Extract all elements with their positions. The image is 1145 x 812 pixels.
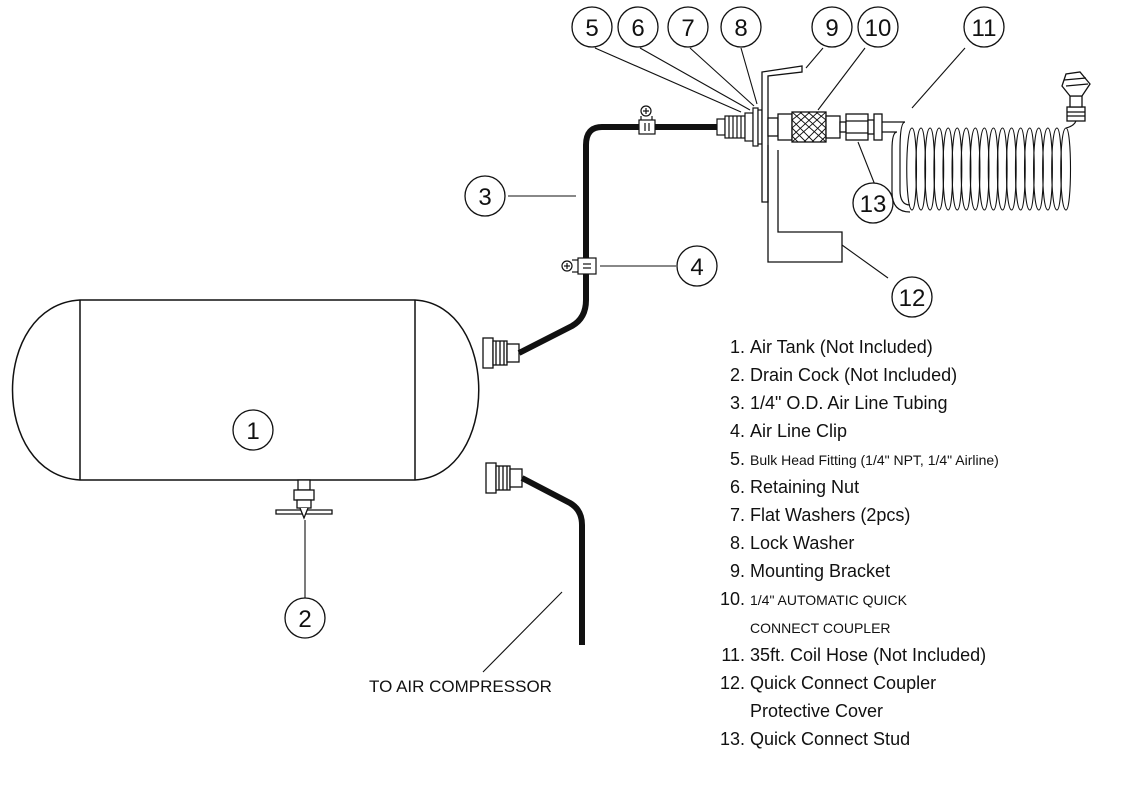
- coil-loop: [978, 127, 990, 211]
- callout-11-label: 11: [972, 15, 997, 42]
- legend-text-13: Quick Connect Stud: [750, 729, 910, 749]
- legend-num-9: 9.: [730, 561, 745, 581]
- legend-num-13: 13.: [720, 729, 745, 749]
- legend-num-6: 6.: [730, 477, 745, 497]
- quick-connect-coupler: [767, 111, 841, 143]
- coil-loop: [1033, 127, 1044, 211]
- legend-num-5: 5.: [730, 449, 745, 469]
- callout-12-label: 12: [899, 285, 926, 312]
- callout-1-label: 1: [246, 418, 259, 445]
- coil-hose-end-segment: [1065, 120, 1077, 129]
- callout-5-label: 5: [585, 15, 598, 42]
- legend-text-6: Retaining Nut: [750, 477, 859, 497]
- parts-legend: 1. Air Tank (Not Included) 2. Drain Cock…: [720, 337, 999, 749]
- legend-text-3: 1/4" O.D. Air Line Tubing: [750, 393, 948, 413]
- tank-lower-fitting: [485, 462, 523, 494]
- callout-9-label: 9: [825, 15, 838, 42]
- coil-loop: [1042, 127, 1053, 211]
- callout-9: 9: [811, 6, 853, 48]
- callout-10: 10: [857, 6, 899, 48]
- coil-loop: [915, 127, 927, 211]
- legend-text-5: Bulk Head Fitting (1/4" NPT, 1/4" Airlin…: [750, 452, 999, 468]
- coil-loop: [924, 127, 936, 211]
- leader-lines: [304, 47, 966, 673]
- legend-num-1: 1.: [730, 337, 745, 357]
- mounting-bracket: [761, 65, 803, 203]
- callout-1: 1: [232, 409, 274, 451]
- callout-13: 13: [852, 182, 894, 224]
- compressor-line-tubing: [520, 475, 585, 645]
- coil-loop: [1023, 127, 1035, 211]
- to-air-compressor-label: TO AIR COMPRESSOR: [369, 677, 552, 696]
- air-line-clip-upper: [638, 105, 656, 135]
- air-tank: [11, 299, 480, 481]
- coil-loop: [1051, 127, 1062, 211]
- coil-loop: [933, 127, 945, 211]
- callout-2: 2: [284, 597, 326, 639]
- legend-num-2: 2.: [730, 365, 745, 385]
- callout-8-label: 8: [734, 15, 747, 42]
- callout-12: 12: [891, 276, 933, 318]
- legend-num-7: 7.: [730, 505, 745, 525]
- callout-11: 11: [963, 6, 1005, 48]
- legend-text-12: Quick Connect Coupler: [750, 673, 936, 693]
- coil-loop: [1060, 127, 1072, 211]
- legend-num-8: 8.: [730, 533, 745, 553]
- legend-text-2: Drain Cock (Not Included): [750, 365, 957, 385]
- legend-text-10-line2: CONNECT COUPLER: [750, 620, 891, 636]
- callout-6-label: 6: [631, 15, 644, 42]
- callout-5: 5: [571, 6, 613, 48]
- drain-cock: [275, 479, 333, 520]
- coil-loop: [969, 127, 981, 211]
- coil-loop: [906, 127, 918, 211]
- air-line-tubing: [517, 124, 717, 356]
- callout-3: 3: [464, 175, 506, 217]
- protective-cover: [767, 145, 843, 263]
- callout-3-label: 3: [478, 184, 491, 211]
- coil-loop: [960, 127, 972, 211]
- legend-text-11: 35ft. Coil Hose (Not Included): [750, 645, 986, 665]
- coil-loop: [1005, 127, 1017, 211]
- coil-loop: [951, 127, 963, 211]
- quick-connect-stud: [839, 113, 883, 141]
- coil-hose: [882, 121, 911, 213]
- callout-6: 6: [617, 6, 659, 48]
- callout-7-label: 7: [681, 15, 694, 42]
- callout-8: 8: [720, 6, 762, 48]
- tank-upper-fitting: [482, 337, 520, 369]
- legend-text-7: Flat Washers (2pcs): [750, 505, 910, 525]
- bulkhead-fitting: [716, 107, 763, 147]
- coil-hose-loops: [906, 120, 1077, 211]
- legend-num-11: 11.: [721, 645, 745, 665]
- legend-num-10: 10.: [720, 589, 745, 609]
- legend-num-4: 4.: [730, 421, 745, 441]
- callout-7: 7: [667, 6, 709, 48]
- callout-4: 4: [676, 245, 718, 287]
- air-line-clip-lower: [561, 257, 597, 275]
- callout-2-label: 2: [298, 606, 311, 633]
- legend-num-3: 3.: [730, 393, 745, 413]
- legend-text-10: 1/4" AUTOMATIC QUICK: [750, 592, 908, 608]
- coil-loop: [996, 127, 1008, 211]
- legend-text-4: Air Line Clip: [750, 421, 847, 441]
- callout-13-label: 13: [860, 191, 887, 218]
- coil-loop: [942, 127, 954, 211]
- legend-text-9: Mounting Bracket: [750, 561, 890, 581]
- callout-10-label: 10: [865, 15, 892, 42]
- coil-loop: [1014, 127, 1026, 211]
- coil-loop: [987, 127, 999, 211]
- callout-4-label: 4: [690, 254, 703, 281]
- legend-text-8: Lock Washer: [750, 533, 854, 553]
- coil-hose-end-fitting: [1061, 71, 1091, 122]
- legend-text-1: Air Tank (Not Included): [750, 337, 933, 357]
- legend-text-12-line2: Protective Cover: [750, 701, 883, 721]
- legend-num-12: 12.: [720, 673, 745, 693]
